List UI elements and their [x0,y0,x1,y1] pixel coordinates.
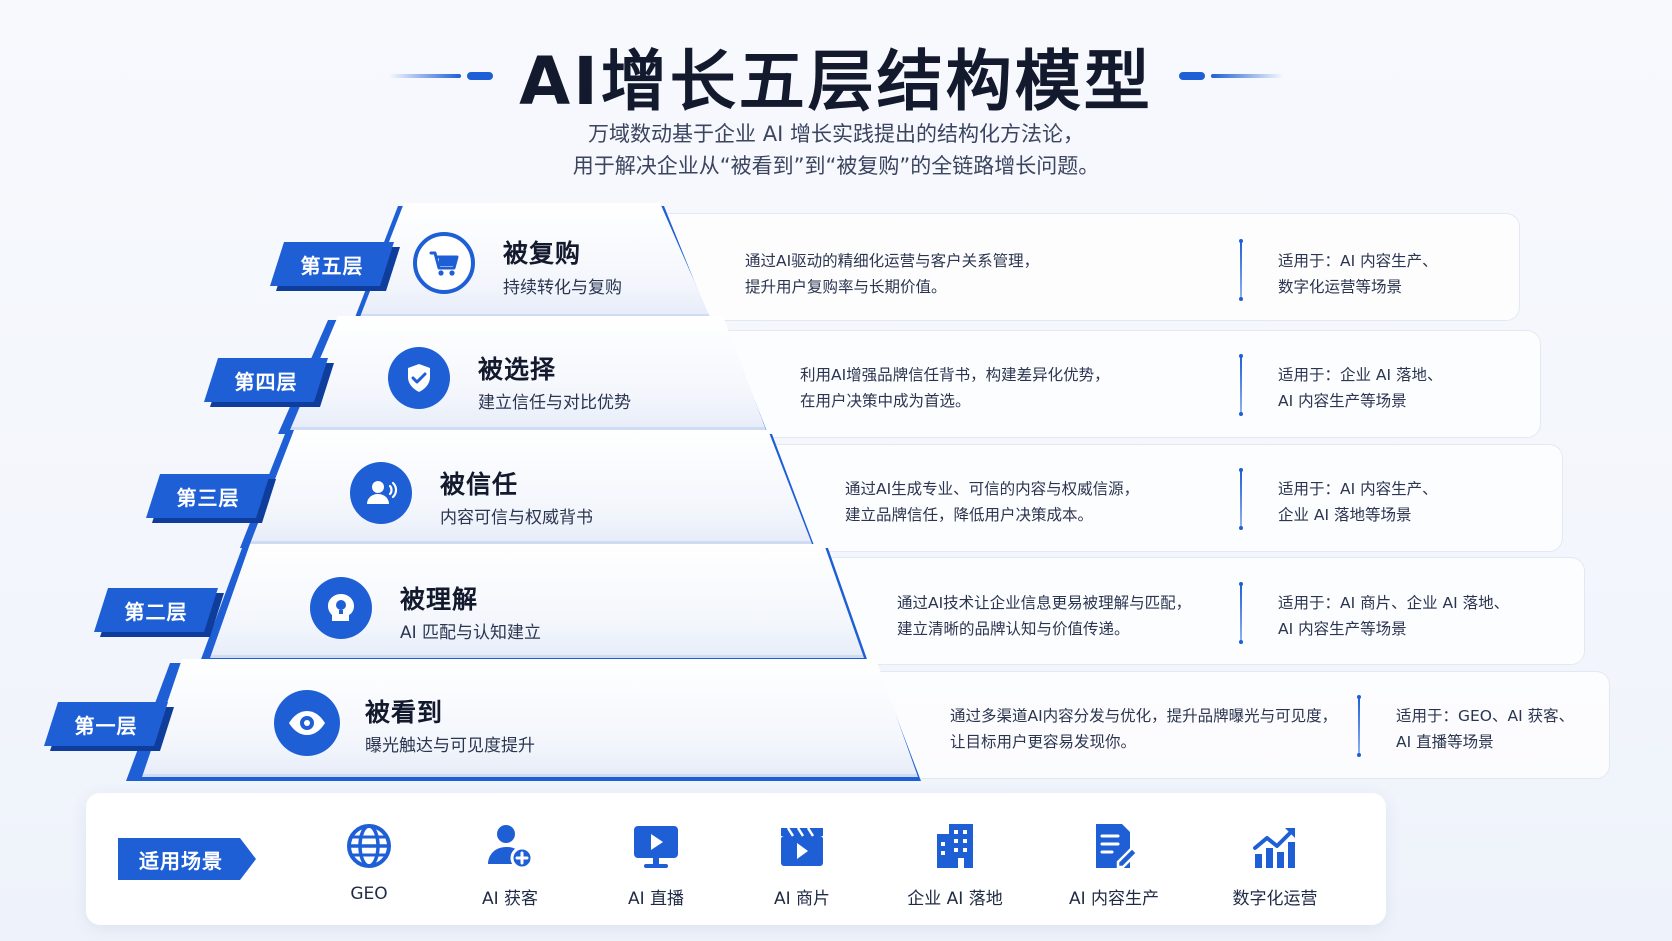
layer5-scene-line2: 数字化运营等场景 [1278,278,1403,296]
layer1-desc: 通过多渠道AI内容分发与优化，提升品牌曝光与可见度， 让目标用户更容易发现你。 [950,703,1337,755]
scenario-label: 企业 AI 落地 [907,889,1003,909]
layer3-desc-line1: 通过AI生成专业、可信的内容与权威信源， [845,480,1140,498]
layer1-desc-line2: 让目标用户更容易发现你。 [950,733,1137,751]
scenarios-panel [86,793,1386,925]
layer2-desc-line2: 建立清晰的品牌认知与价值传递。 [897,620,1130,638]
layer3-divider [1239,468,1243,530]
scenario-label: GEO [350,884,388,904]
eye-icon [274,690,340,756]
layer3-scene-line2: 企业 AI 落地等场景 [1278,506,1412,524]
layer4-desc-card [690,330,1541,438]
globe-icon [343,820,395,872]
scenario-label: AI 获客 [481,889,539,909]
layer1-subtitle: 曝光触达与可见度提升 [365,736,535,756]
scenario-label: 数字化运营 [1232,889,1318,909]
layer3-level-tag: 第三层 [146,474,270,518]
scenario-geo: GEO [289,820,449,904]
page-title: AI增长五层结构模型 [519,43,1153,120]
layer1-block [142,659,918,777]
layer5-title: 被复购 [503,239,582,268]
scenario-digital-ops: 数字化运营 [1195,820,1355,909]
document-edit-icon [1088,820,1140,872]
title-bar: AI增长五层结构模型 [0,28,1672,124]
scenario-label: AI 商片 [773,889,831,909]
layer5-scenes: 适用于：AI 内容生产、 数字化运营等场景 [1278,248,1438,300]
layer2-subtitle: AI 匹配与认知建立 [400,623,542,643]
scenario-label: AI 直播 [627,889,685,909]
layer4-title: 被选择 [478,355,557,384]
layer2-scene-line1: 适用于：AI 商片、企业 AI 落地、 [1278,594,1510,612]
layer4-scene-line2: AI 内容生产等场景 [1278,392,1407,410]
page-subtitle-line1: 万域数动基于企业 AI 增长实践提出的结构化方法论， [588,122,1084,146]
layer4-scenes: 适用于：企业 AI 落地、 AI 内容生产等场景 [1278,362,1443,414]
cart-refresh-icon [413,232,475,294]
layer2-scenes: 适用于：AI 商片、企业 AI 落地、 AI 内容生产等场景 [1278,590,1509,642]
layer5-desc-card [640,213,1520,321]
layer1-scenes: 适用于：GEO、AI 获客、 AI 直播等场景 [1396,703,1574,755]
layer4-block [290,316,766,430]
layer5-divider [1239,239,1243,301]
scenario-ai-content: AI 内容生产 [1034,820,1194,909]
layer5-subtitle: 持续转化与复购 [503,278,622,298]
layer3-title: 被信任 [440,470,519,499]
layer3-desc-card [740,444,1563,552]
title-decoration-right [1178,72,1283,80]
shield-check-icon [388,347,450,409]
layer1-divider [1357,695,1361,757]
layer2-desc: 通过AI技术让企业信息更易被理解与匹配， 建立清晰的品牌认知与价值传递。 [897,590,1191,642]
layer4-divider [1239,354,1243,416]
layer1-desc-card [840,671,1610,779]
layer5-level-tag: 第五层 [270,242,394,286]
layer3-desc: 通过AI生成专业、可信的内容与权威信源， 建立品牌信任，降低用户决策成本。 [845,476,1139,528]
head-bulb-icon [310,577,372,639]
scenario-enterprise-ai: 企业 AI 落地 [875,820,1035,909]
scenario-ai-acquisition: AI 获客 [430,820,590,909]
layer4-level-tag: 第四层 [204,358,328,402]
growth-chart-icon [1249,820,1301,872]
scenario-ai-live: AI 直播 [576,820,736,909]
layer4-desc: 利用AI增强品牌信任背书，构建差异化优势， 在用户决策中成为首选。 [800,362,1110,414]
building-icon [929,820,981,872]
layer1-desc-line1: 通过多渠道AI内容分发与优化，提升品牌曝光与可见度， [950,707,1338,725]
layer3-subtitle: 内容可信与权威背书 [440,508,593,528]
layer2-title: 被理解 [400,585,479,614]
layer3-scenes: 适用于：AI 内容生产、 企业 AI 落地等场景 [1278,476,1438,528]
layer2-level-tag: 第二层 [94,588,218,632]
title-decoration-left [389,72,494,80]
layer4-subtitle: 建立信任与对比优势 [478,393,631,413]
scenario-ai-commercial: AI 商片 [722,820,882,909]
layer1-scene-line1: 适用于：GEO、AI 获客、 [1396,707,1575,725]
user-add-icon [484,820,536,872]
layer1-title: 被看到 [365,698,444,727]
layer5-desc-line1: 通过AI驱动的精细化运营与客户关系管理， [745,252,1040,270]
layer2-desc-line1: 通过AI技术让企业信息更易被理解与匹配， [897,594,1192,612]
layer4-scene-line1: 适用于：企业 AI 落地、 [1278,366,1443,384]
layer3-desc-line2: 建立品牌信任，降低用户决策成本。 [845,506,1094,524]
video-clapper-icon [776,820,828,872]
layer2-desc-card [790,557,1585,665]
layer3-scene-line1: 适用于：AI 内容生产、 [1278,480,1438,498]
layer3-block [250,430,812,544]
layer2-scene-line2: AI 内容生产等场景 [1278,620,1407,638]
layer2-divider [1239,582,1243,644]
layer1-scene-line2: AI 直播等场景 [1396,733,1494,751]
layer5-scene-line1: 适用于：AI 内容生产、 [1278,252,1438,270]
scenarios-tag: 适用场景 [118,838,256,880]
monitor-play-icon [630,820,682,872]
page-subtitle-line2: 用于解决企业从“被看到”到“被复购”的全链路增长问题。 [572,154,1100,178]
layer4-desc-line2: 在用户决策中成为首选。 [800,392,971,410]
user-voice-icon [350,462,412,524]
layer5-desc-line2: 提升用户复购率与长期价值。 [745,278,947,296]
layer4-desc-line1: 利用AI增强品牌信任背书，构建差异化优势， [800,366,1110,384]
layer1-level-tag: 第一层 [44,702,168,746]
scenario-label: AI 内容生产 [1068,889,1160,909]
layer5-desc: 通过AI驱动的精细化运营与客户关系管理， 提升用户复购率与长期价值。 [745,248,1039,300]
